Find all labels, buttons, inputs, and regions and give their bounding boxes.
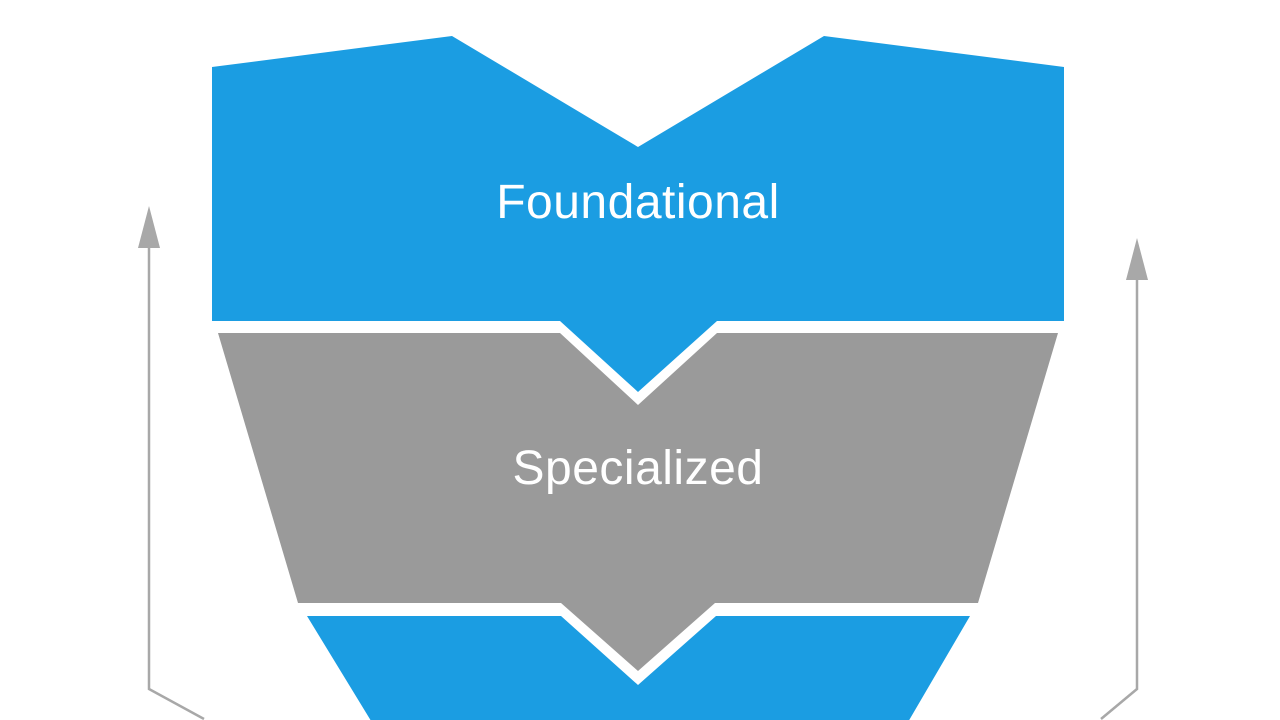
segment-foundational-shape bbox=[212, 36, 1064, 392]
segment-foundational-label: Foundational bbox=[496, 176, 780, 229]
segment-bottom-shape bbox=[307, 616, 970, 720]
segment-specialized-label: Specialized bbox=[513, 442, 764, 495]
left-up-arrow-head bbox=[138, 206, 160, 248]
right-up-arrow-head bbox=[1126, 238, 1148, 280]
segment-specialized-shape bbox=[218, 333, 1058, 671]
left-up-arrow-line bbox=[147, 244, 205, 720]
right-up-arrow-line bbox=[1100, 276, 1139, 720]
